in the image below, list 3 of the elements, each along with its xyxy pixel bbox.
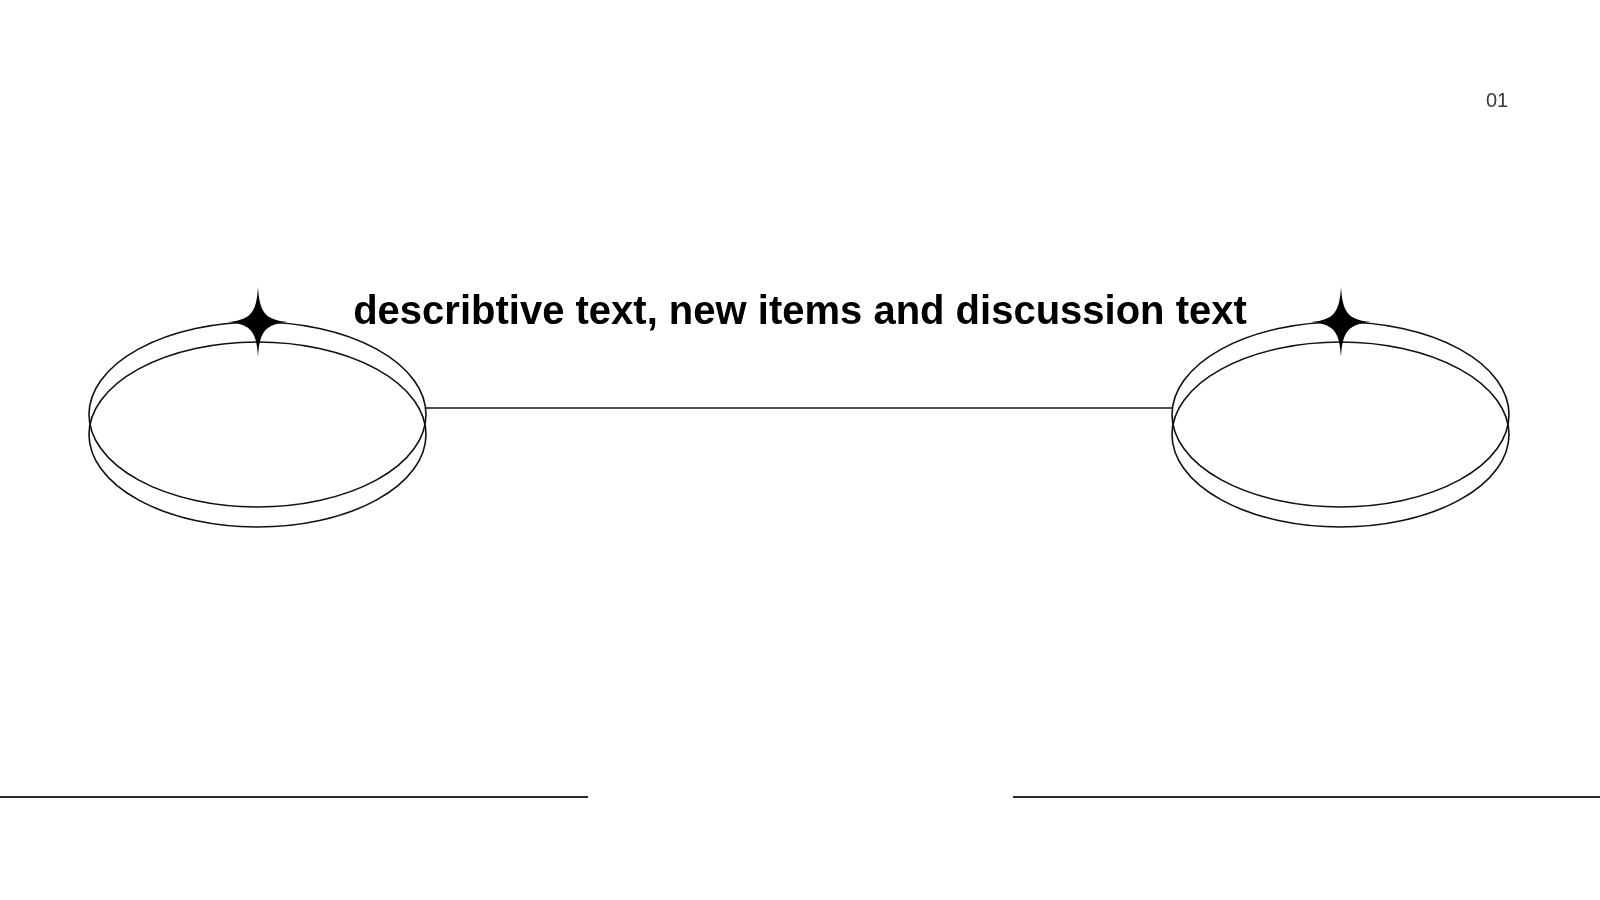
page-number: 01 — [1486, 88, 1509, 112]
slide-title: describtive text, new items and discussion text — [353, 288, 1247, 332]
connector-line — [424, 407, 1174, 409]
